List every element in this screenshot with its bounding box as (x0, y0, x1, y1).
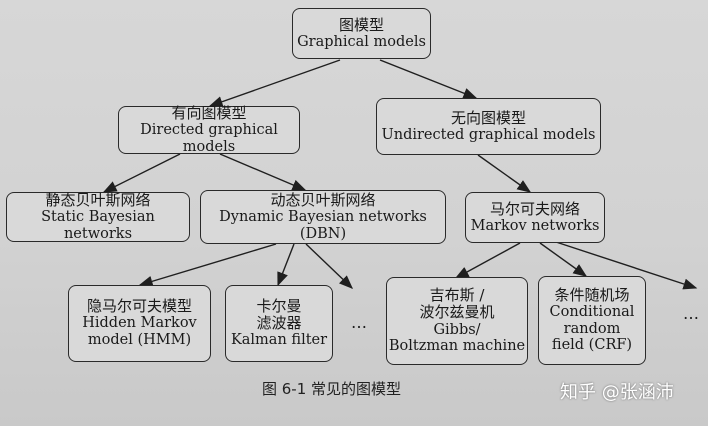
node-label-en: Markov networks (470, 217, 600, 234)
node-label-en: Static Bayesian networks (41, 208, 155, 242)
node-hidden-markov-model: 隐马尔可夫模型 Hidden Markov model (HMM) (68, 285, 211, 362)
node-directed-graphical-models: 有向图模型 Directed graphical models (118, 103, 300, 155)
node-static-bayesian-networks: 静态贝叶斯网络 Static Bayesian networks (6, 190, 190, 242)
node-line-en: model (HMM) (87, 332, 192, 349)
edge-dbn-kalman (277, 243, 295, 287)
node-line-en: Boltzman machine (388, 338, 526, 355)
edge-dbn-hmm (138, 243, 277, 287)
node-label-en: Undirected graphical models (381, 126, 596, 143)
node-undirected-graphical-models: 无向图模型 Undirected graphical models (376, 98, 601, 155)
edge-directed-dbn (219, 153, 307, 191)
node-label-zh: 有向图模型 (171, 103, 247, 122)
edge-markov-more (555, 241, 698, 290)
node-graphical-models: 图模型 Graphical models (292, 8, 431, 59)
node-gibbs-boltzmann-machine: 吉布斯 / 波尔兹曼机 Gibbs/ Boltzman machine (386, 277, 528, 365)
node-line-zh: 条件随机场 (554, 285, 630, 304)
node-dynamic-bayesian-networks: 动态贝叶斯网络 Dynamic Bayesian networks (DBN) (200, 190, 446, 244)
node-line-zh: 吉布斯 / (429, 286, 485, 305)
node-line-en: Conditional (549, 304, 635, 321)
node-label-zh: 马尔可夫网络 (489, 199, 580, 218)
more-dbn-models-ellipsis: … (351, 313, 368, 332)
node-line-en: random (563, 320, 621, 337)
watermark-text: 知乎 @张涵沛 (560, 382, 674, 403)
edge-markov-gibbs (454, 242, 521, 279)
node-line-en: Hidden Markov (82, 315, 197, 332)
node-label-en: Dynamic Bayesian networks (DBN) (219, 208, 427, 242)
node-conditional-random-field: 条件随机场 Conditional random field (CRF) (538, 276, 646, 365)
more-markov-models-ellipsis: … (683, 304, 700, 323)
node-label-zh: 动态贝叶斯网络 (270, 190, 376, 209)
node-line-zh: 波尔兹曼机 (419, 303, 495, 322)
node-label-zh: 静态贝叶斯网络 (45, 190, 151, 209)
node-line-en: field (CRF) (551, 337, 633, 354)
edge-undirected-markov (477, 154, 532, 193)
node-line-zh: 隐马尔可夫模型 (86, 297, 192, 316)
edge-dbn-more (305, 243, 354, 289)
node-line-zh: 滤波器 (256, 314, 302, 333)
node-label-zh: 无向图模型 (450, 108, 526, 127)
node-line-en: Kalman filter (230, 332, 328, 349)
node-line-zh: 卡尔曼 (256, 296, 302, 315)
node-label-en: Graphical models (297, 33, 426, 50)
figure-caption: 图 6-1 常见的图模型 (262, 380, 402, 398)
node-label-en: Directed graphical models (140, 121, 278, 155)
edge-root-undirected (379, 59, 478, 99)
edge-root-directed (208, 59, 341, 108)
node-kalman-filter: 卡尔曼 滤波器 Kalman filter (225, 285, 333, 362)
edge-markov-crf (539, 242, 588, 277)
node-line-en: Gibbs/ (433, 321, 481, 338)
edge-directed-static (102, 153, 181, 193)
node-markov-networks: 马尔可夫网络 Markov networks (465, 192, 605, 243)
node-label-zh: 图模型 (338, 15, 384, 34)
